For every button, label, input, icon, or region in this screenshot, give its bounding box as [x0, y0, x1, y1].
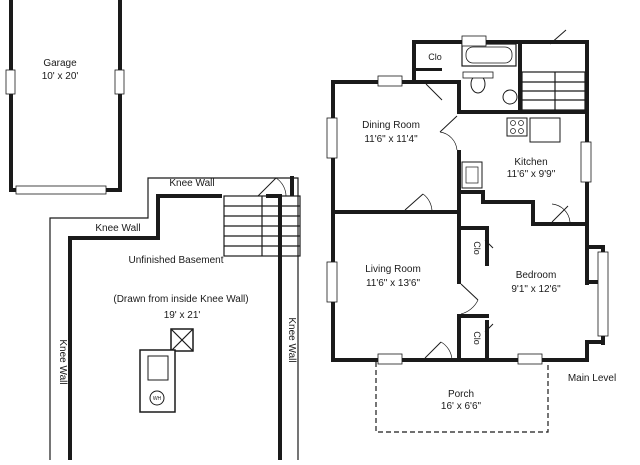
basement-door [257, 177, 277, 197]
bedroom-dims: 9'1" x 12'6" [511, 284, 561, 295]
main-level: Clo [326, 29, 616, 384]
dining-window [326, 117, 338, 159]
bath-sink [502, 89, 518, 105]
porch-dims: 16' x 6'6" [441, 401, 482, 412]
stove [506, 117, 528, 137]
main-stairs [521, 71, 586, 111]
bathroom [461, 40, 522, 110]
living-dims: 11'6" x 13'6" [366, 278, 421, 289]
dining-window-top [377, 75, 403, 87]
bedroom-name: Bedroom [516, 270, 557, 281]
basement: WH Knee Wall Knee Wall Knee Wall Knee Wa… [49, 176, 301, 460]
basement-name: Unfinished Basement [128, 255, 223, 266]
knee-wall-label-right: Knee Wall [286, 317, 297, 362]
garage-window-left [5, 69, 16, 95]
garage-window-right [114, 69, 125, 95]
bedroom-window-bottom [517, 353, 543, 365]
water-heater-icon [149, 390, 165, 406]
living-window-bottom [377, 353, 403, 365]
basement-outer-wall [49, 177, 299, 460]
kitchen-bedroom-door [551, 205, 569, 223]
kitchen-appliances [461, 117, 561, 189]
closet-door-low [484, 323, 494, 333]
closet-top-label: Clo [428, 52, 442, 62]
porch: Porch 16' x 6'6" [375, 362, 549, 433]
closet-door-mid [484, 239, 494, 249]
dining-name: Dining Room [362, 120, 420, 131]
living-name: Living Room [365, 264, 421, 275]
dining-dims: 11'6" x 11'4" [364, 134, 418, 145]
garage-door [15, 185, 107, 195]
main-west-wall [331, 80, 335, 360]
knee-wall-label-side: Knee Wall [57, 339, 68, 384]
porch-name: Porch [448, 389, 474, 400]
level-label: Main Level [568, 373, 616, 384]
dining-kitchen-door [439, 115, 458, 133]
basement-note: (Drawn from inside Knee Wall) [113, 294, 248, 305]
kitchen-name: Kitchen [514, 157, 547, 168]
chimney-box [170, 328, 194, 352]
living-bedroom-door [460, 283, 479, 301]
basement-stairs [223, 195, 301, 257]
basement-dims: 19' x 21' [164, 310, 201, 321]
kitchen-dims: 11'6" x 9'9" [507, 169, 556, 180]
knee-wall-label-top: Knee Wall [169, 178, 214, 189]
bedroom-window [597, 251, 609, 337]
refrigerator [529, 117, 561, 143]
closet-low-label: Clo [472, 331, 482, 345]
garage: Garage 10' x 20' [5, 0, 125, 195]
porch-outline [375, 362, 549, 433]
knee-wall-label-left: Knee Wall [95, 223, 140, 234]
living-window [326, 261, 338, 303]
closet-mid-label: Clo [472, 241, 482, 255]
water-heater-unit: WH [139, 349, 176, 413]
dining-living-door [404, 193, 424, 211]
kitchen-window [580, 141, 592, 183]
basement-inner-wall [69, 195, 222, 460]
front-door [424, 341, 442, 359]
garage-dims: 10' x 20' [42, 71, 79, 82]
closet-door-top [425, 83, 443, 101]
garage-name: Garage [43, 58, 77, 69]
bath-window [461, 35, 487, 47]
stair-door [549, 29, 567, 45]
water-heater-label: WH [153, 396, 162, 402]
